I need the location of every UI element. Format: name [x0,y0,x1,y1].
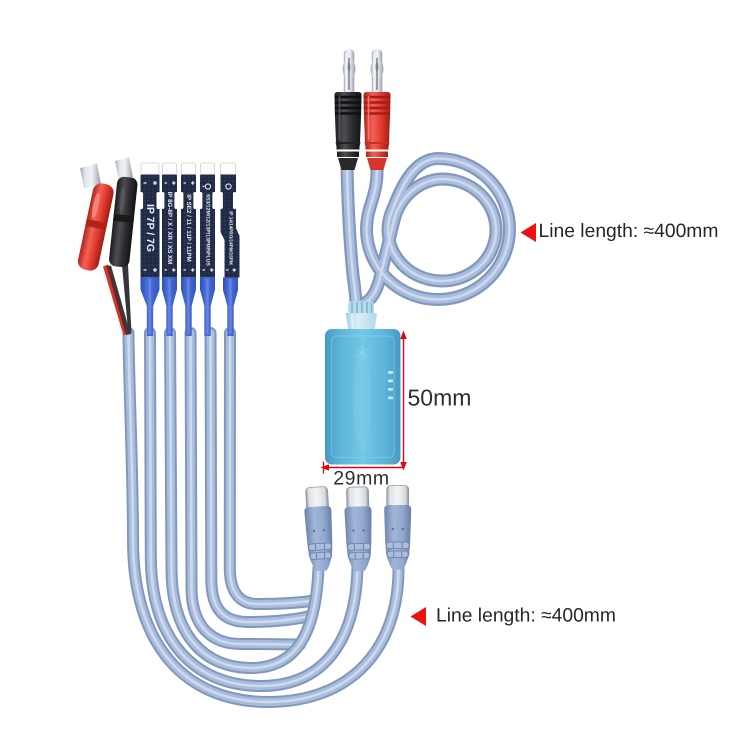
svg-text:6S3/12M/12/13P/13PM/5PLUS: 6S3/12M/12/13P/13PM/5PLUS [205,194,211,266]
svg-text:IP 14/14PRO/14PM/15PM: IP 14/14PRO/14PM/15PM [229,211,234,265]
svg-text:IP 7P / 7G: IP 7P / 7G [144,204,156,252]
svg-text:50mm: 50mm [408,385,472,411]
svg-text:Line length: ≈400mm: Line length: ≈400mm [436,606,616,627]
svg-text:IP SE2 / 11 / 11P / 11PM: IP SE2 / 11 / 11P / 11PM [185,194,192,262]
svg-text:29mm: 29mm [333,468,390,490]
svg-text:IP 8G-8P / X / XR / XS XM: IP 8G-8P / X / XR / XS XM [166,192,173,265]
svg-text:Line length: ≈400mm: Line length: ≈400mm [539,221,719,242]
